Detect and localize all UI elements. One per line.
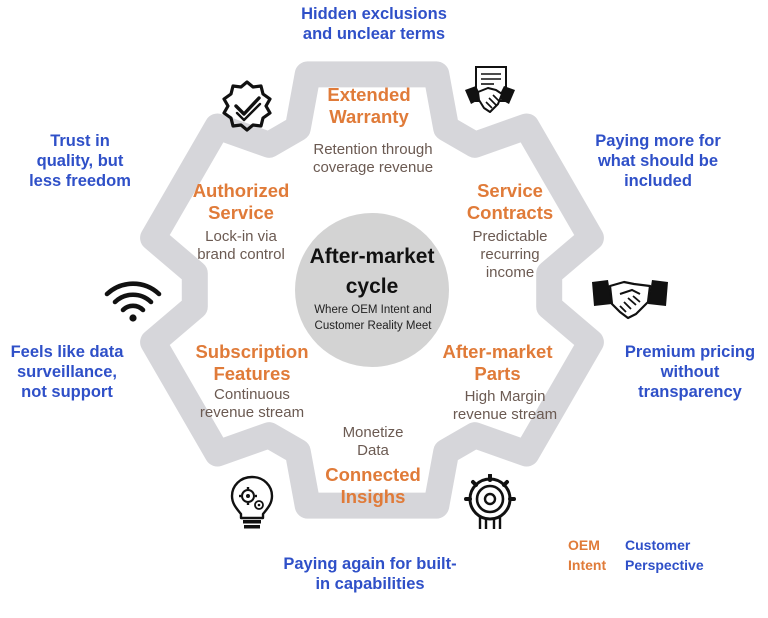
- handshake-icon: [592, 280, 668, 320]
- center-title: After-market cycle: [309, 245, 435, 299]
- segment-title: Authorized Service: [192, 180, 290, 224]
- segment-description: Lock-in via brand control: [197, 228, 285, 263]
- wifi-icon: [104, 281, 162, 322]
- contract-handshake-icon: [465, 66, 515, 113]
- customer-trust-quality: Trust in quality, but less freedom: [29, 132, 131, 190]
- gear-head-icon: [464, 474, 516, 529]
- gear-outline: [140, 61, 604, 519]
- segment-description: High Margin revenue stream: [452, 388, 558, 423]
- verified-badge-icon: [222, 80, 272, 132]
- customer-paying-more: Paying more for what should be included: [595, 132, 721, 190]
- segment-title: Subscription Features: [195, 341, 309, 385]
- segment-description: Monetize Data: [342, 424, 404, 459]
- legend-customer: Customer Perspective: [625, 537, 704, 573]
- legend-oem: OEM Intent: [568, 537, 607, 573]
- lightbulb-gear-icon: [230, 475, 274, 529]
- segment-description: Retention through coverage revenue: [312, 141, 434, 176]
- customer-premium-pricing: Premium pricing without transparency: [624, 343, 756, 401]
- customer-data-surveillance: Feels like data surveillance, not suppor…: [10, 343, 124, 401]
- customer-paying-again: Paying again for built-in capabilities: [283, 555, 457, 593]
- segment-description: Continuous revenue stream: [199, 386, 305, 421]
- center-hub: [295, 213, 449, 367]
- segment-title: Service Contracts: [466, 180, 554, 224]
- center-subtitle: Where OEM Intent and Customer Reality Me…: [314, 304, 432, 332]
- segment-description: Predictable recurring income: [472, 228, 548, 281]
- segment-title: Connected Insighs: [325, 464, 421, 508]
- segment-title: Extended Warranty: [327, 84, 411, 128]
- customer-hidden-exclusions: Hidden exclusions and unclear terms: [301, 5, 447, 43]
- segment-title: After-market Parts: [442, 341, 553, 385]
